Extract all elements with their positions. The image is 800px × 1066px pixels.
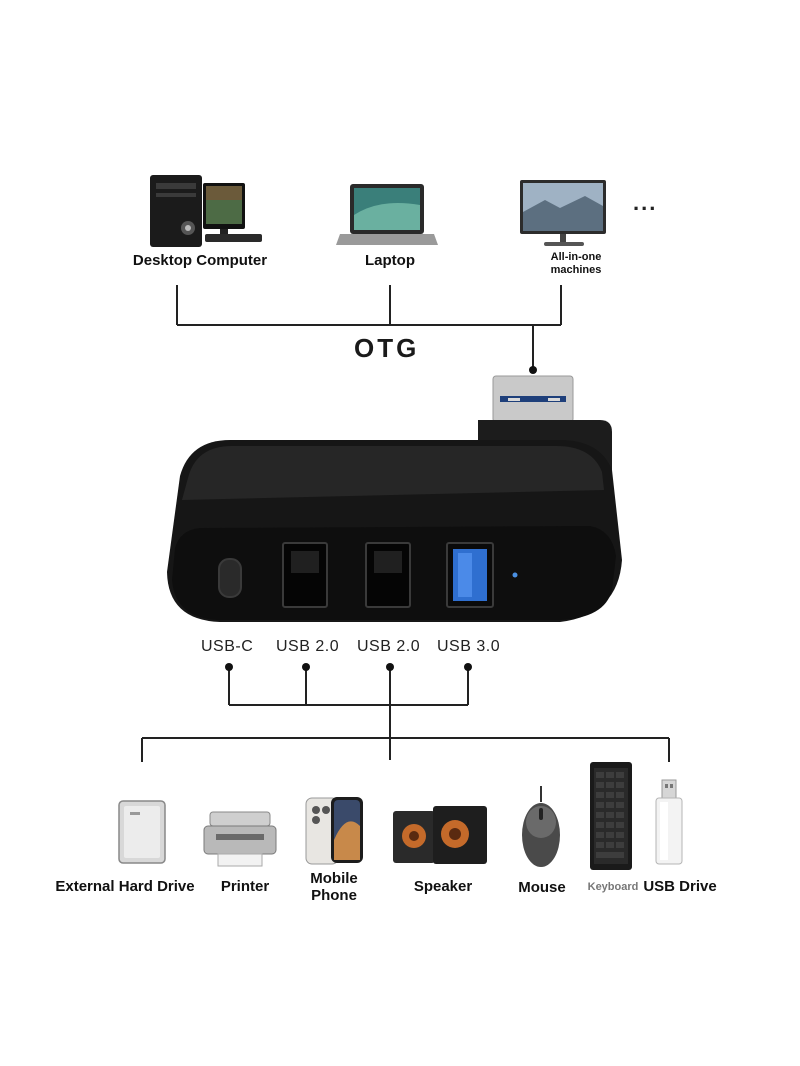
keyboard-icon (590, 762, 632, 870)
mobile-phone-label: Mobile Phone (310, 870, 358, 904)
keyboard-label: Keyboard (587, 881, 639, 893)
port-dot-usb2-b (386, 663, 394, 671)
desktop-computer-label: Desktop Computer (132, 252, 268, 269)
desktop-computer-icon (150, 175, 262, 247)
all-in-one-icon (520, 180, 606, 246)
speaker-icon (393, 806, 487, 864)
mouse-label: Mouse (518, 879, 566, 896)
usb-hub-image (167, 375, 622, 622)
usb2-port-a-label: USB 2.0 (276, 638, 340, 655)
mobile-phone-icon (305, 797, 363, 865)
usb-drive-icon (655, 779, 683, 865)
more-hosts-ellipsis: ... (633, 190, 658, 215)
port-dot-usb3 (464, 663, 472, 671)
usb-drive-label: USB Drive (643, 878, 717, 895)
laptop-label: Laptop (365, 252, 415, 269)
otg-node-dot (529, 366, 537, 374)
port-dot-usb2-a (302, 663, 310, 671)
usb3-port-label: USB 3.0 (437, 638, 501, 655)
printer-icon (203, 811, 277, 867)
usb-c-port-label: USB-C (201, 638, 254, 655)
laptop-icon (336, 184, 438, 245)
speaker-label: Speaker (413, 878, 473, 895)
otg-connector-lines (176, 285, 562, 370)
external-hard-drive-icon (118, 800, 166, 864)
otg-label: OTG (354, 333, 420, 363)
usb2-port-b-label: USB 2.0 (357, 638, 421, 655)
port-dot-usb-c (225, 663, 233, 671)
all-in-one-label: All-in-one machines (550, 251, 602, 276)
external-hard-drive-label: External Hard Drive (55, 878, 195, 895)
port-connector-lines (141, 667, 670, 762)
mouse-icon (522, 786, 560, 867)
printer-label: Printer (220, 878, 270, 895)
